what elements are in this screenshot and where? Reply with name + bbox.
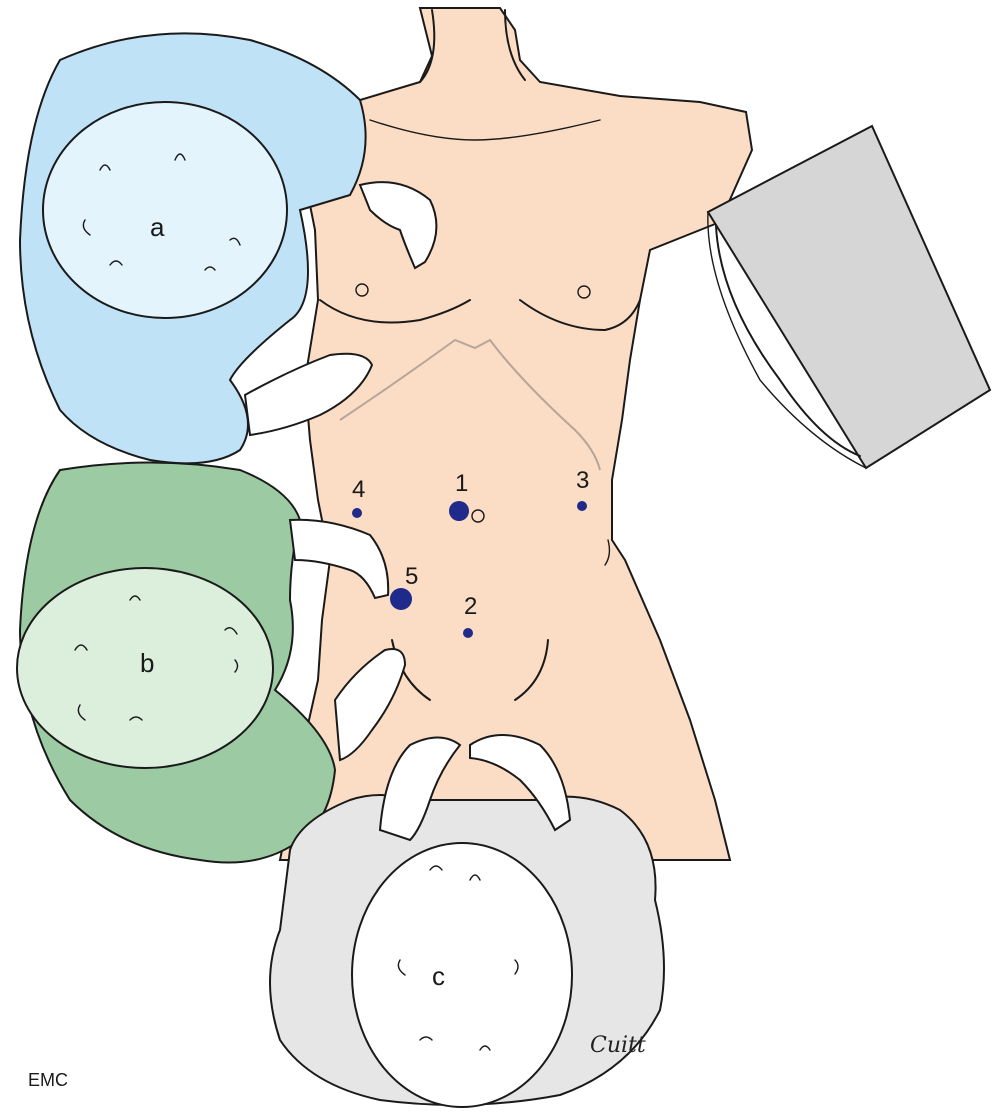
- port-5-label: 5: [405, 563, 418, 590]
- port-4-label: 4: [352, 476, 365, 503]
- publisher-mark: EMC: [28, 1070, 68, 1090]
- port-3-label: 3: [576, 467, 589, 494]
- port-5-marker: [390, 588, 412, 610]
- surgeon-a-label: a: [150, 212, 165, 242]
- artist-signature: Cuitt: [590, 1033, 646, 1058]
- assistant-c-label: c: [432, 961, 445, 991]
- surgeon-a-head: [43, 102, 287, 318]
- port-1-label: 1: [455, 470, 468, 497]
- assistant-c-head: [352, 843, 572, 1107]
- port-3-marker: [577, 501, 587, 511]
- port-1-marker: [449, 501, 469, 521]
- monitor-body: [708, 126, 990, 468]
- port-2-label: 2: [464, 593, 477, 620]
- port-4-marker: [352, 508, 362, 518]
- surgeon-b-label: b: [140, 648, 154, 678]
- monitor: [708, 126, 990, 468]
- port-2-marker: [463, 628, 473, 638]
